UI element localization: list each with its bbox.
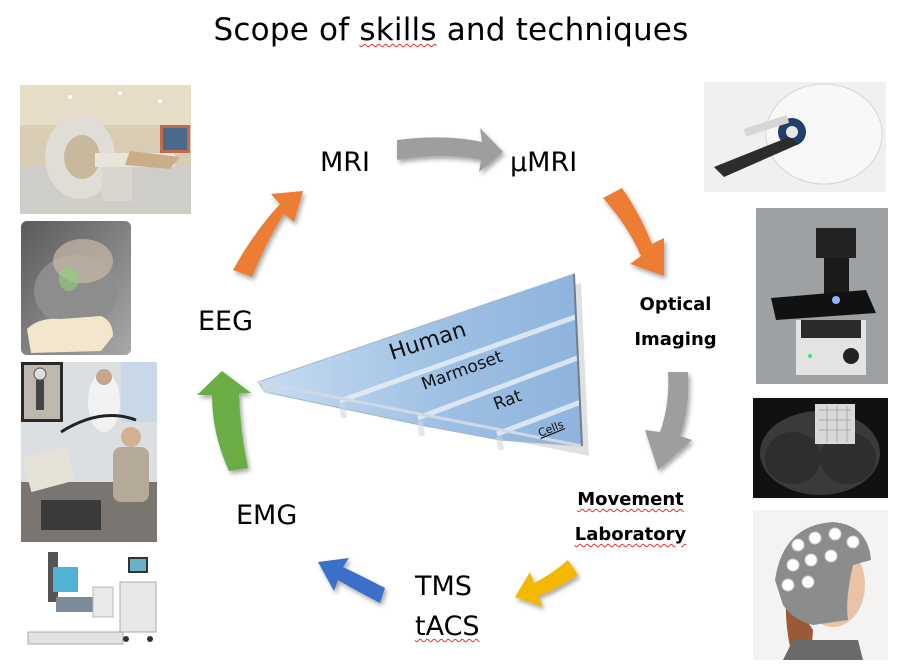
- node-optical-imaging: Optical Imaging: [628, 287, 723, 357]
- node-movement-line1: Movement: [577, 489, 684, 510]
- node-optical-line1: Optical: [639, 294, 712, 315]
- title-flagged-word: skills: [359, 12, 437, 48]
- arrow-eeg-to-mri: [233, 191, 303, 277]
- node-movement-lab: Movement Laboratory: [573, 482, 688, 552]
- node-umri: μMRI: [510, 147, 578, 178]
- arrow-umri-to-optical: [603, 188, 664, 276]
- layer-divider: [496, 399, 582, 437]
- photo-head-brain-model: [21, 221, 131, 355]
- photo-inverted-microscope: [756, 208, 888, 384]
- layer-divider: [417, 354, 581, 421]
- photo-eeg-cap: [753, 510, 888, 660]
- photo-emg-lab: [21, 362, 157, 542]
- species-pyramid: Human Marmoset Rat Cells: [257, 273, 589, 456]
- photo-mri-scanner-room: [20, 85, 191, 214]
- photo-isokinetic-dynamometer: [18, 547, 160, 659]
- layer-divider: [339, 313, 579, 404]
- node-tms-line1: TMS: [415, 571, 472, 602]
- node-eeg: EEG: [198, 306, 254, 337]
- arrow-tms-to-emg: [318, 558, 385, 603]
- photo-rat-brain-mri: [753, 398, 888, 498]
- node-tms-line2: tACS: [415, 611, 480, 642]
- node-movement-line2: Laboratory: [574, 524, 687, 545]
- node-tms-tacs: TMS tACS: [415, 567, 480, 647]
- arrow-emg-to-eeg: [197, 371, 251, 471]
- node-optical-line2: Imaging: [634, 329, 717, 350]
- page-title: Scope of skills and techniques: [0, 12, 902, 48]
- title-part: Scope of: [213, 12, 360, 48]
- arrow-mri-to-umri: [397, 128, 503, 172]
- node-emg: EMG: [236, 500, 298, 531]
- arrow-optical-to-movement: [645, 372, 692, 470]
- photo-preclinical-mri: [704, 82, 886, 192]
- node-mri: MRI: [320, 147, 371, 178]
- title-part: and techniques: [436, 12, 689, 48]
- arrow-movement-to-tms: [515, 560, 578, 607]
